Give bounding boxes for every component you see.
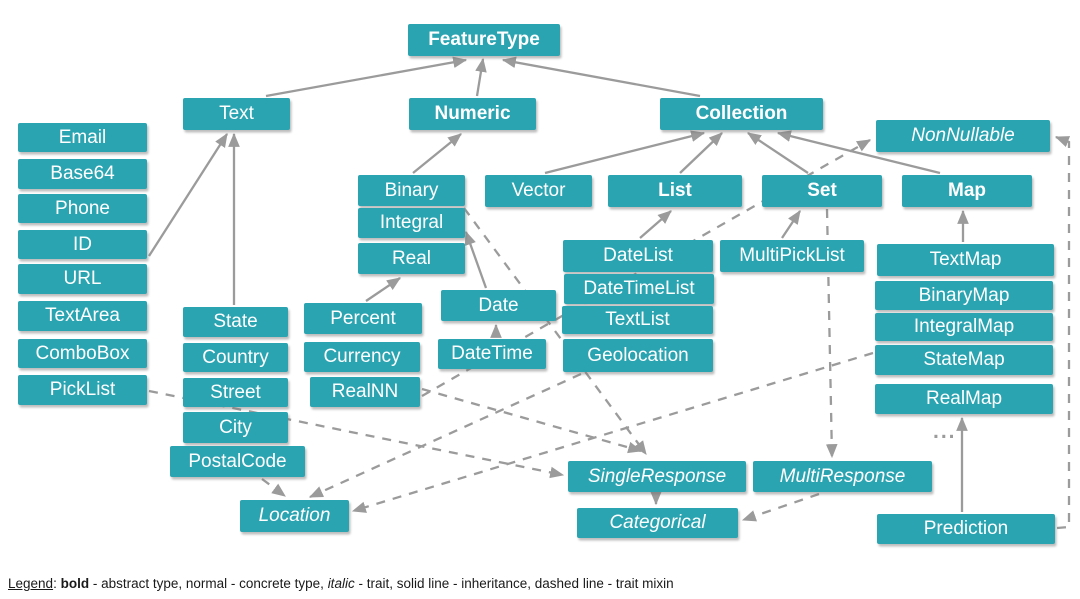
node-BinaryMap: BinaryMap	[875, 281, 1053, 310]
legend-part: :	[53, 576, 61, 591]
edge-Binary-Numeric	[412, 133, 462, 174]
node-DateTimeList: DateTimeList	[564, 274, 714, 304]
node-Country: Country	[183, 343, 288, 372]
node-Numeric: Numeric	[409, 98, 536, 130]
node-Binary: Binary	[358, 175, 465, 206]
node-IntegralMap: IntegralMap	[875, 313, 1053, 341]
node-DateList: DateList	[563, 240, 713, 272]
edge-List-Collection	[679, 132, 723, 174]
edge-Date-Integral	[464, 230, 488, 289]
node-Percent: Percent	[304, 303, 422, 334]
legend-part: italic	[327, 576, 355, 591]
node-Text: Text	[183, 98, 290, 130]
node-NonNullable: NonNullable	[876, 120, 1050, 152]
node-ComboBox: ComboBox	[18, 339, 147, 368]
node-ID: ID	[18, 230, 147, 259]
node-City: City	[183, 412, 288, 443]
node-RealNN: RealNN	[310, 377, 420, 407]
node-Integral: Integral	[358, 208, 465, 238]
node-PickList: PickList	[18, 375, 147, 405]
node-State: State	[183, 307, 288, 337]
node-PostalCode: PostalCode	[170, 446, 305, 477]
edge-DateList-List	[639, 210, 672, 239]
node-TextMap: TextMap	[877, 244, 1054, 276]
node-URL: URL	[18, 264, 147, 294]
edge-MultiResponse-Categorical	[741, 492, 820, 522]
node-Date: Date	[441, 290, 556, 321]
edge-Vector-Collection	[544, 130, 706, 175]
edge-Text-FeatureType	[265, 56, 468, 98]
node-DateTime: DateTime	[438, 339, 546, 369]
node-Real: Real	[358, 243, 465, 274]
edge-Binary-SingleResponse	[463, 207, 647, 455]
node-SingleResponse: SingleResponse	[568, 461, 746, 492]
legend-part: - abstract type, normal - concrete type,	[89, 576, 328, 591]
edge-MultiPickList-Set	[781, 210, 801, 239]
node-TextArea: TextArea	[18, 301, 147, 331]
edge-Map-Collection	[776, 130, 941, 175]
edge-ID-Text	[148, 133, 228, 257]
node-Set: Set	[762, 175, 882, 207]
node-Prediction: Prediction	[877, 514, 1055, 544]
edge-Prediction-NonNullable	[1054, 135, 1071, 530]
node-MultiPickList: MultiPickList	[720, 240, 864, 272]
node-Email: Email	[18, 123, 147, 152]
node-FeatureType: FeatureType	[408, 24, 560, 56]
edge-PostalCode-Location	[261, 478, 286, 497]
node-Phone: Phone	[18, 194, 147, 223]
node-Categorical: Categorical	[577, 508, 738, 538]
node-Currency: Currency	[304, 342, 420, 372]
legend-part: bold	[60, 576, 90, 591]
node-StateMap: StateMap	[875, 345, 1053, 375]
node-Base64: Base64	[18, 159, 147, 189]
legend: Legend: bold - abstract type, normal - c…	[8, 576, 674, 591]
legend-part: Legend	[8, 576, 54, 591]
edge-RealNN-SingleResponse	[421, 387, 643, 454]
node-MultiResponse: MultiResponse	[753, 461, 932, 492]
edge-Numeric-FeatureType	[475, 57, 487, 97]
edge-Set-Collection	[747, 132, 809, 174]
node-RealMap: RealMap	[875, 384, 1053, 414]
node-Map: Map	[902, 175, 1032, 207]
node-Collection: Collection	[660, 98, 823, 130]
node-Vector: Vector	[485, 175, 592, 207]
node-Street: Street	[183, 378, 288, 407]
legend-part: - trait, solid line - inheritance, dashe…	[354, 576, 674, 591]
edge-StateMap-Location	[351, 351, 874, 513]
edge-Collection-FeatureType	[501, 56, 701, 98]
node-TextList: TextList	[562, 306, 713, 334]
node-List: List	[608, 175, 742, 207]
edge-Percent-Real	[365, 277, 401, 302]
node-Location: Location	[240, 500, 349, 532]
node-Geolocation: Geolocation	[563, 339, 713, 372]
ellipsis-more-maps: ...	[933, 420, 957, 443]
